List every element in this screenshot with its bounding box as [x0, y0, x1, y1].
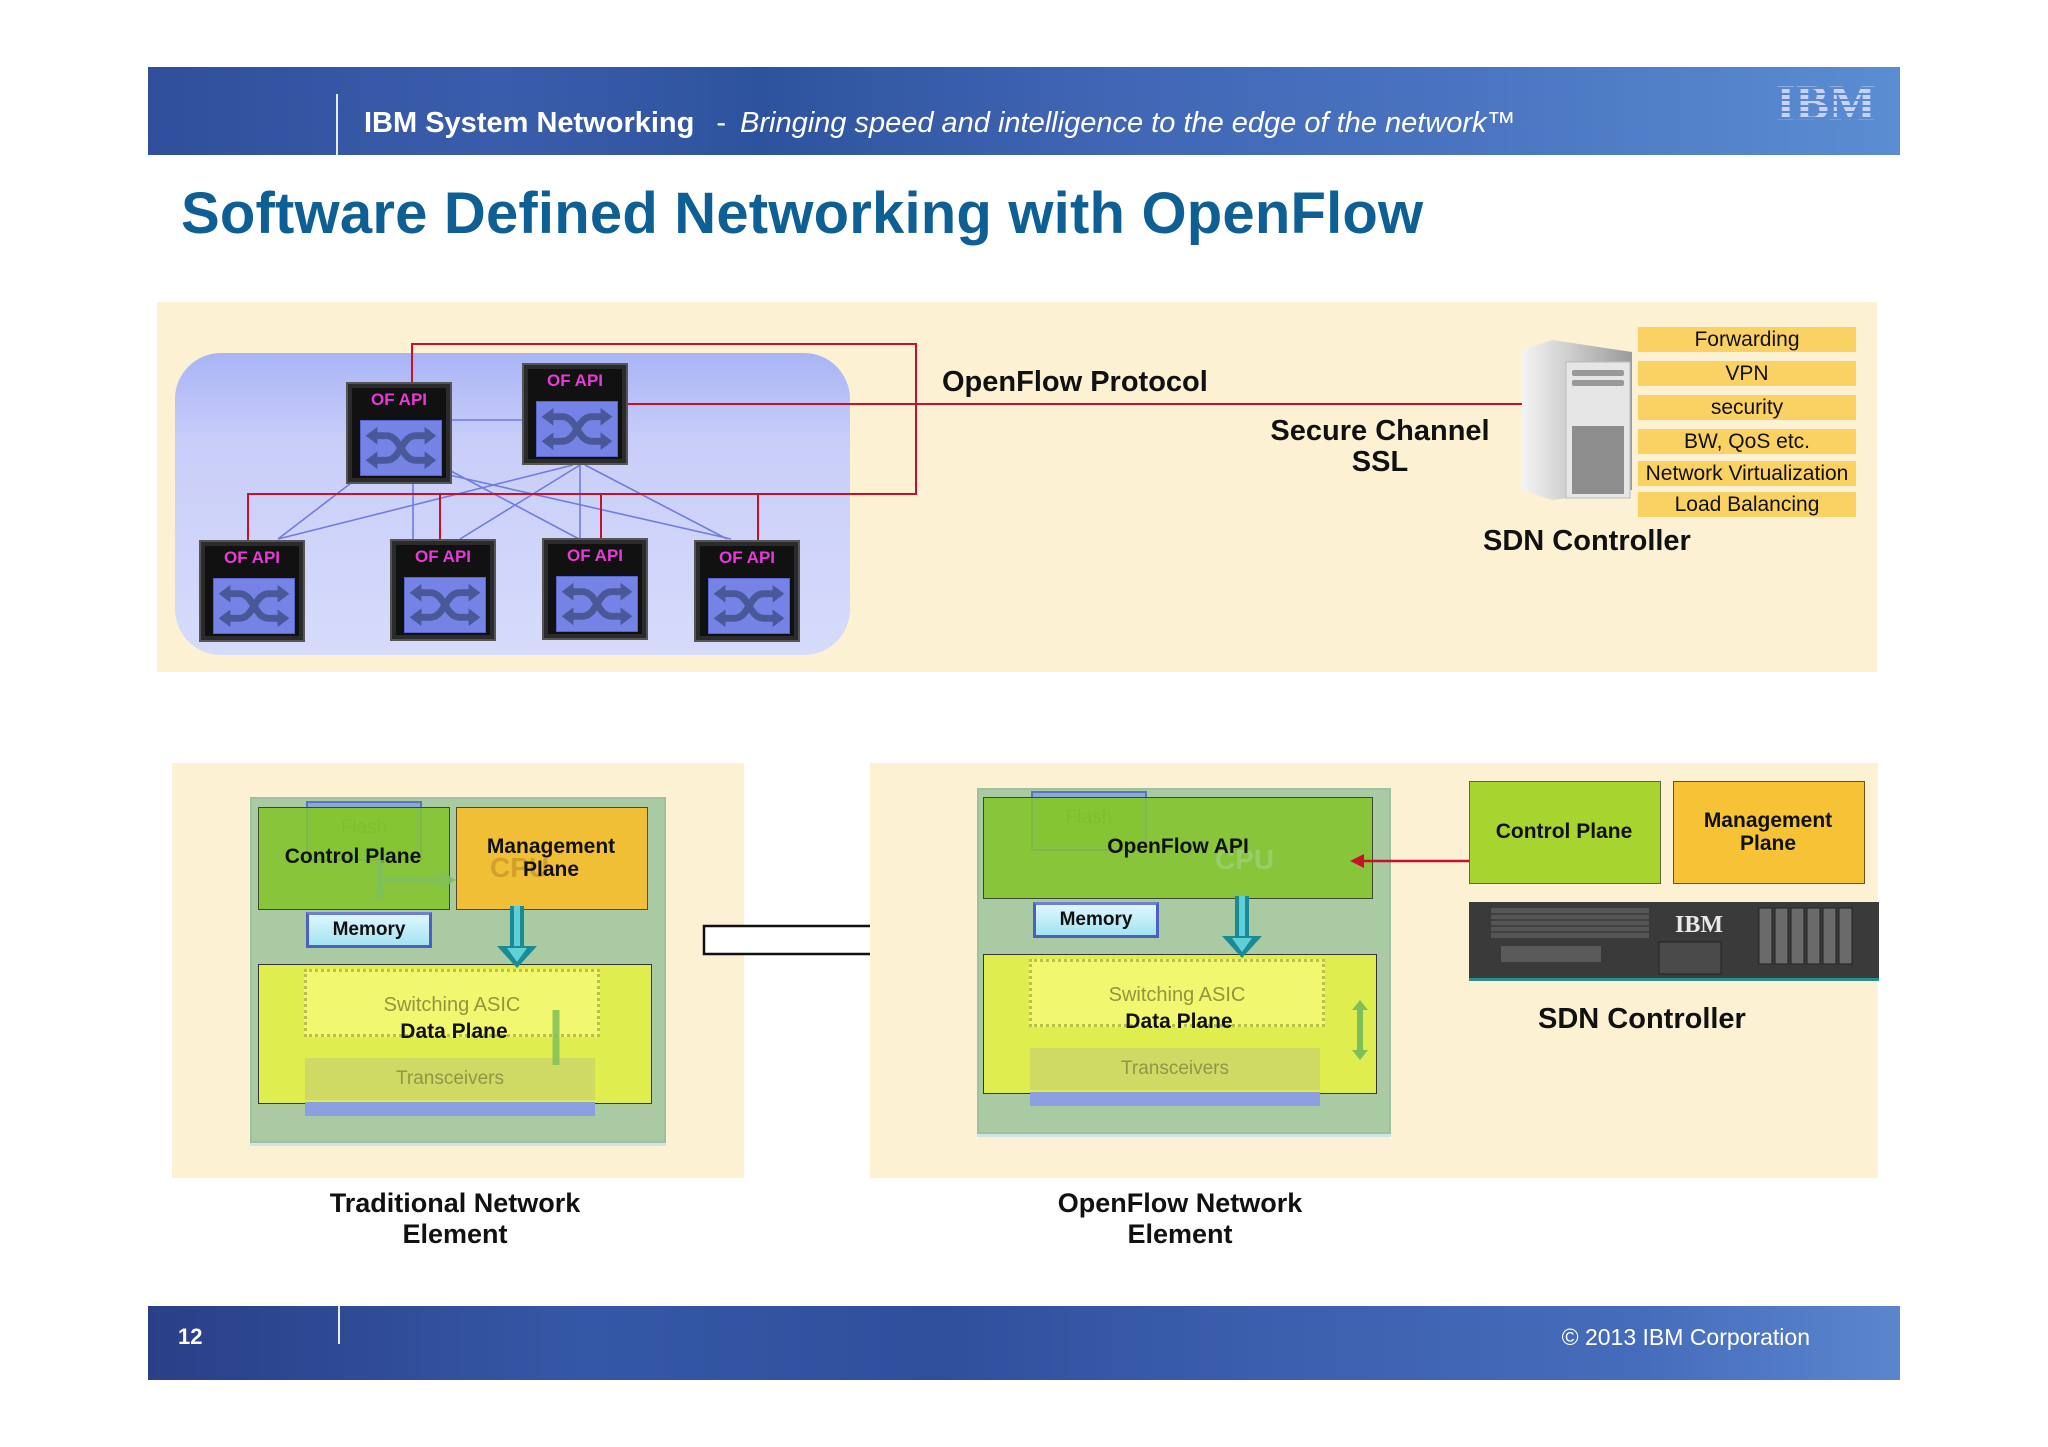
header-band: IBM System Networking-Bringing speed and…: [148, 67, 1900, 155]
footer-divider: [338, 1306, 340, 1344]
openflow-api-label: OpenFlow API: [1107, 835, 1249, 858]
openflow-switch[interactable]: OF API: [390, 539, 496, 641]
switch-api-label: OF API: [718, 548, 776, 567]
switch-api-label: OF API: [223, 548, 281, 567]
management-plane-box: [456, 807, 648, 910]
service-item: BW, QoS etc.: [1638, 429, 1856, 454]
switching-asic-label: Switching ASIC: [383, 994, 521, 1016]
sdn-controller-bottom-label: SDN Controller: [1538, 1003, 1746, 1035]
openflow-switch[interactable]: OF API: [346, 382, 452, 484]
openflow-api-box: [983, 797, 1373, 899]
switch-api-label: OF API: [566, 546, 624, 565]
header-title: IBM System Networking-Bringing speed and…: [364, 107, 1515, 140]
header-separator: -: [716, 107, 727, 139]
svg-text:IBM: IBM: [1675, 912, 1723, 938]
copyright: © 2013 IBM Corporation: [1561, 1324, 1810, 1350]
switch-crossing-arrows-icon: [213, 578, 295, 634]
switching-asic-label: Switching ASIC: [1108, 984, 1246, 1006]
controller-control-plane-box: [1469, 781, 1661, 884]
secure-channel-label: Secure Channel SSL: [1262, 416, 1498, 478]
transceivers-base: [1030, 1092, 1320, 1106]
openflow-protocol-label: OpenFlow Protocol: [942, 366, 1208, 398]
openflow-switch[interactable]: OF API: [199, 540, 305, 642]
caption-line1: OpenFlow Network: [1057, 1188, 1303, 1218]
control-line: [247, 343, 917, 540]
transceivers: Transceivers: [305, 1058, 595, 1100]
openflow-switch[interactable]: OF API: [694, 540, 800, 642]
header-tagline: Bringing speed and intelligence to the e…: [740, 107, 1516, 139]
service-item: Load Balancing: [1638, 492, 1856, 517]
switching-asic: Switching ASIC: [1029, 959, 1325, 1027]
openflow-element-caption: OpenFlow Network Element: [1010, 1188, 1350, 1250]
controller-control-plane-label: Control Plane: [1495, 820, 1633, 843]
openflow-switch[interactable]: OF API: [542, 538, 648, 640]
internal-arrows: [376, 860, 560, 1065]
page-number: 12: [178, 1324, 203, 1349]
cpu-ghost-label: CPU: [490, 852, 550, 883]
cpu-ghost-label: CPU: [1215, 844, 1275, 875]
link: [584, 464, 728, 540]
transceivers: Transceivers: [1030, 1048, 1320, 1090]
asic-transceiver-arrow-icon: [1352, 1000, 1368, 1060]
rack-server-icon: IBM: [1469, 902, 1879, 981]
service-item: security: [1638, 395, 1856, 420]
sdn-controller-label: SDN Controller: [1483, 525, 1691, 557]
svg-text:IBM: IBM: [1776, 77, 1876, 125]
controller-management-plane-box: [1673, 781, 1865, 884]
data-plane-label: Data Plane: [1125, 1010, 1233, 1033]
footer-band: 12 © 2013 IBM Corporation: [148, 1306, 1900, 1380]
control-plane-box: [258, 807, 450, 910]
management-line1: Management: [1703, 809, 1833, 832]
management-line1: Management: [486, 835, 616, 858]
data-plane-label: Data Plane: [400, 1020, 508, 1043]
ibm-logo-icon: IBM: [1776, 77, 1876, 125]
switch-api-label: OF API: [370, 390, 428, 409]
controller-management-plane-label: Management Plane: [1673, 809, 1863, 855]
link: [277, 479, 356, 540]
service-item: Forwarding: [1638, 327, 1856, 352]
secure-channel-line1: Secure Channel: [1270, 415, 1490, 447]
management-line2: Plane: [522, 858, 580, 881]
switch-crossing-arrows-icon: [556, 576, 638, 632]
link: [448, 474, 732, 540]
connection-lines: [247, 343, 1524, 540]
switch-crossing-arrows-icon: [360, 420, 442, 476]
server-tower-icon: [1522, 340, 1632, 500]
traditional-element-caption: Traditional Network Element: [285, 1188, 625, 1250]
link: [277, 464, 574, 540]
header-brand: IBM System Networking: [364, 107, 695, 139]
page-title: Software Defined Networking with OpenFlo…: [181, 181, 1424, 246]
memory-component: Memory: [306, 912, 432, 948]
openflow-switch[interactable]: OF API: [522, 363, 628, 465]
management-to-data-arrow-icon: [497, 906, 537, 968]
data-links: [277, 419, 732, 540]
link: [459, 464, 581, 540]
link: [448, 469, 580, 540]
openflow-control-lines: [247, 343, 1524, 540]
caption-line2: Element: [402, 1219, 508, 1249]
caption-line2: Element: [1127, 1219, 1233, 1249]
switching-asic: Switching ASIC: [304, 969, 600, 1037]
management-plane-label: Management Plane: [456, 835, 646, 881]
header-divider: [336, 94, 338, 155]
transceivers-base: [305, 1102, 595, 1116]
secure-channel-line2: SSL: [1351, 446, 1409, 478]
switch-crossing-arrows-icon: [708, 578, 790, 634]
service-item: Network Virtualization: [1638, 461, 1856, 486]
api-to-data-arrow-icon: [1222, 896, 1262, 958]
management-line2: Plane: [1739, 832, 1797, 855]
switch-crossing-arrows-icon: [536, 401, 618, 457]
switch-api-label: OF API: [546, 371, 604, 390]
control-plane-label: Control Plane: [284, 845, 422, 868]
switch-crossing-arrows-icon: [404, 577, 486, 633]
caption-line1: Traditional Network: [329, 1188, 581, 1218]
switch-api-label: OF API: [414, 547, 472, 566]
memory-component: Memory: [1033, 902, 1159, 938]
service-item: VPN: [1638, 361, 1856, 386]
